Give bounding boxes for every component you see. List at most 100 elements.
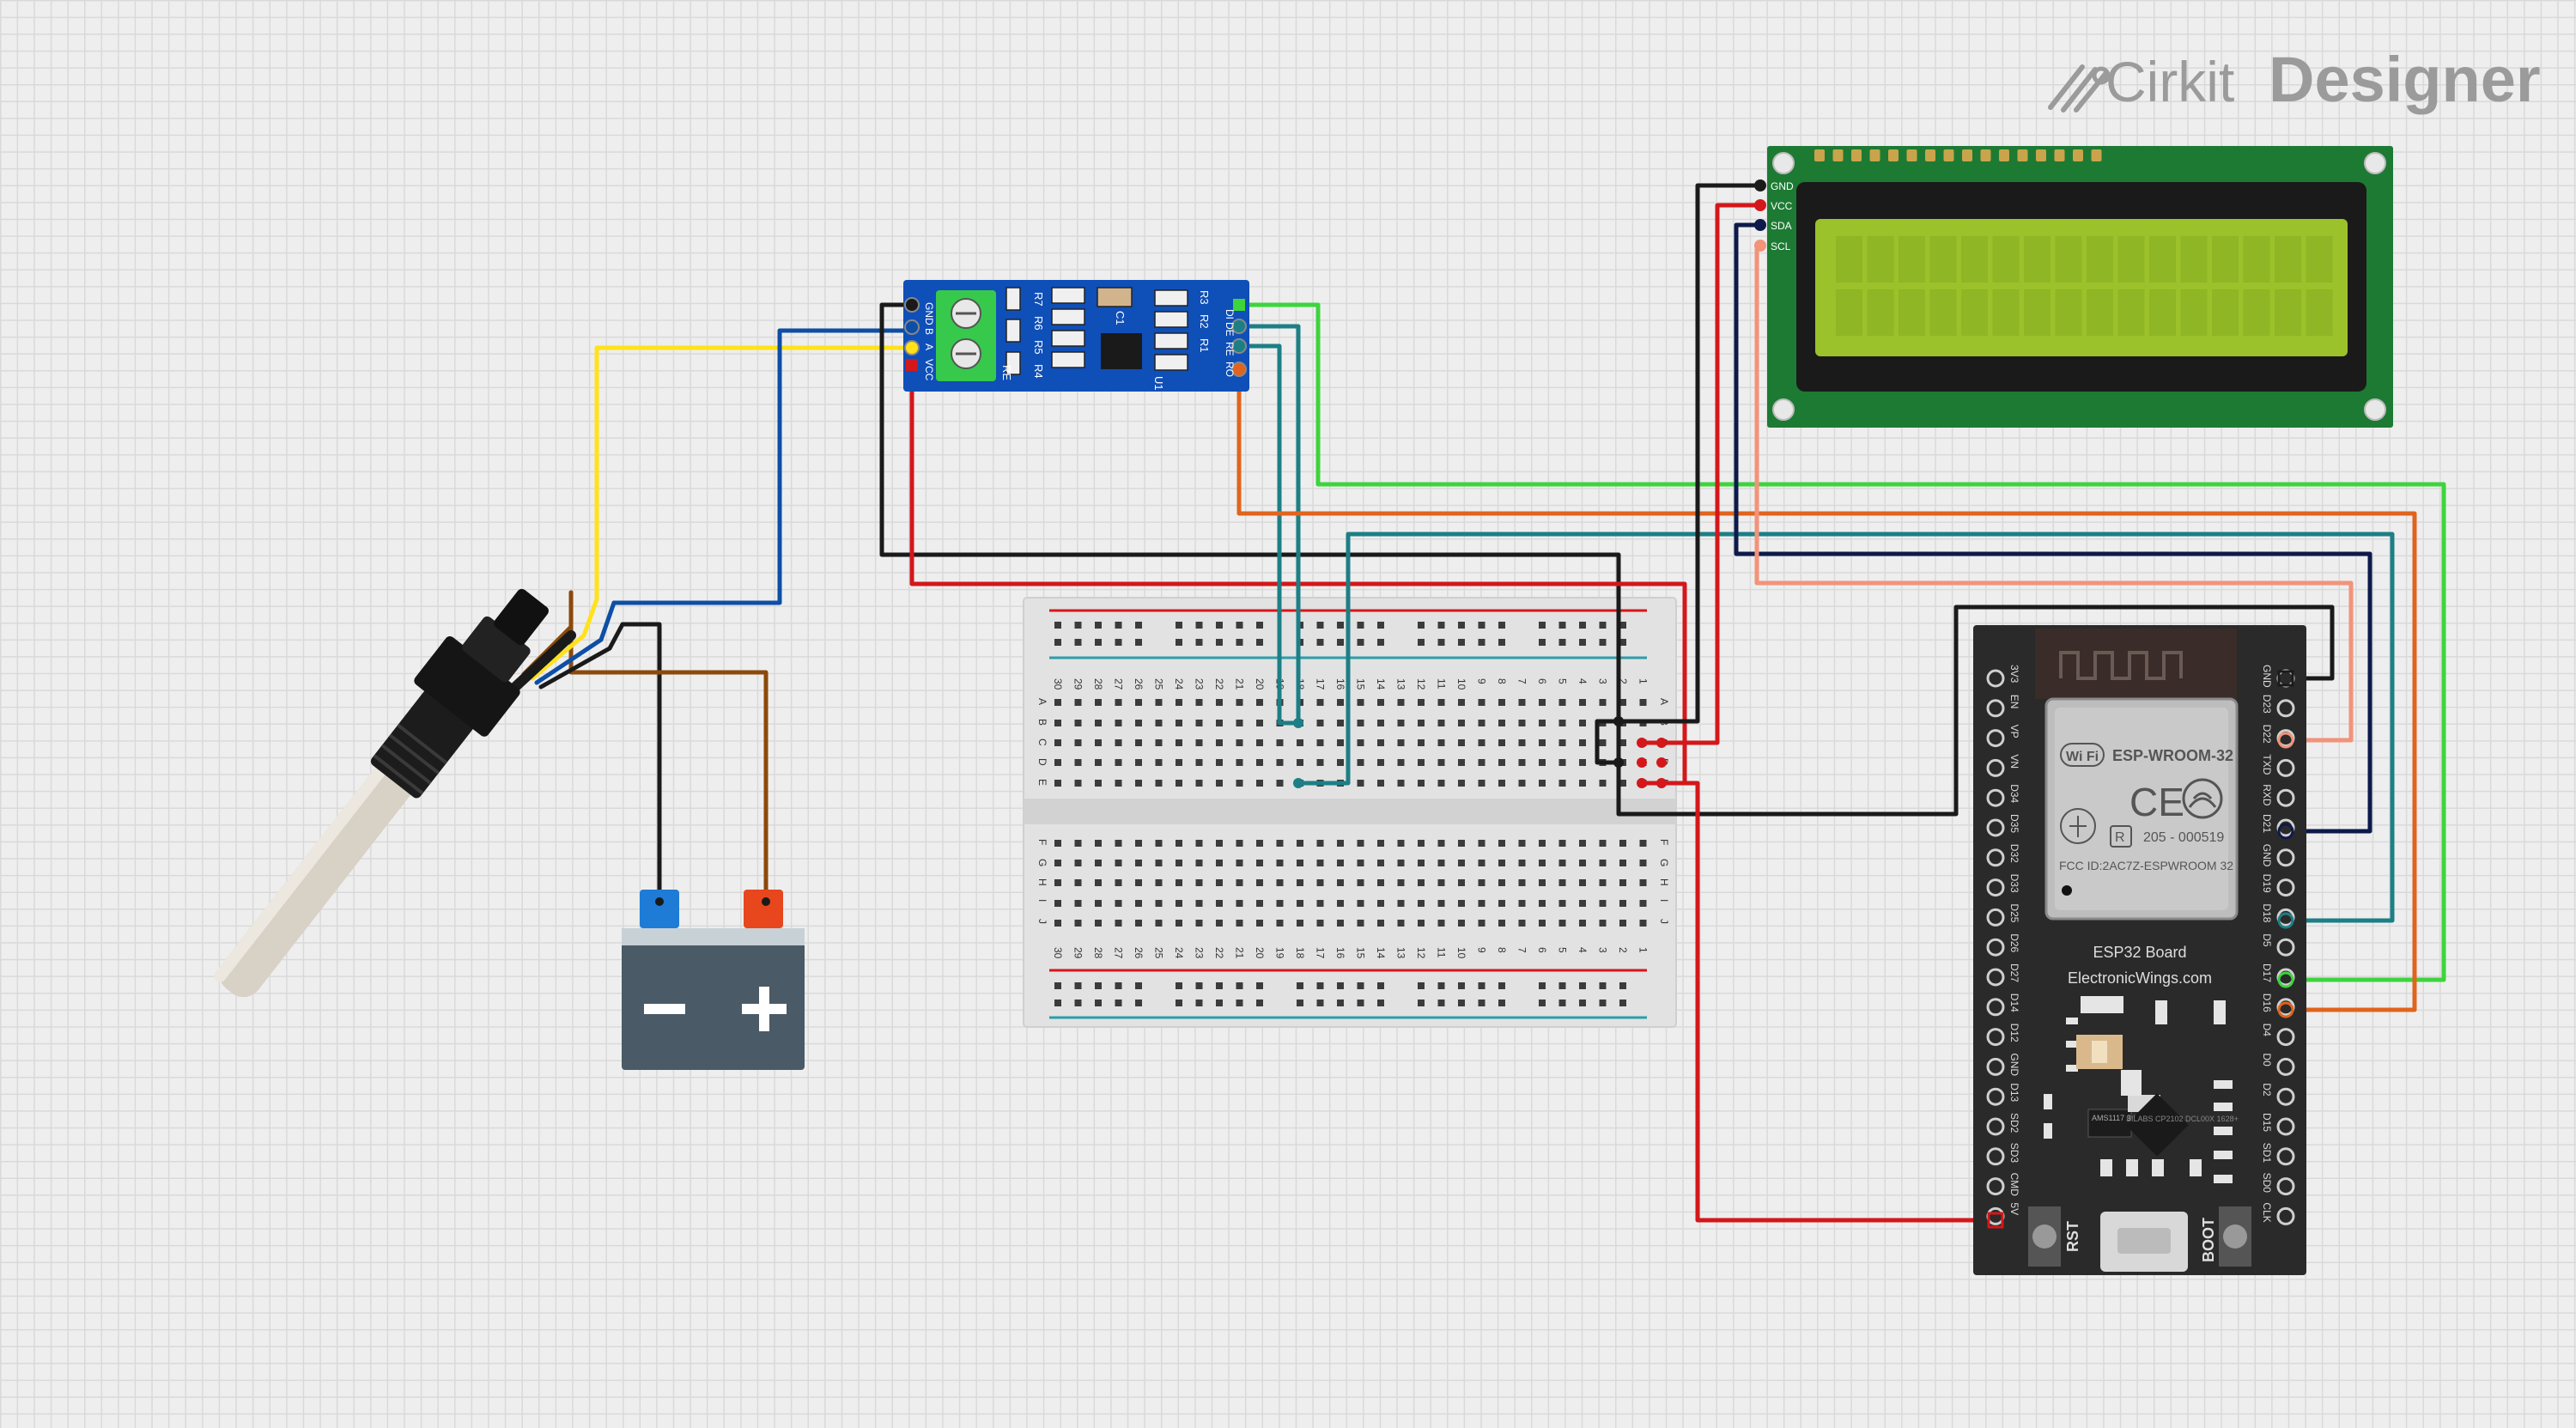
breadboard-hole[interactable]: [1337, 900, 1344, 907]
breadboard-hole[interactable]: [1054, 639, 1061, 646]
breadboard-hole[interactable]: [1418, 720, 1425, 726]
breadboard-hole[interactable]: [1236, 982, 1243, 989]
breadboard-hole[interactable]: [1256, 622, 1263, 629]
breadboard-hole[interactable]: [1256, 639, 1263, 646]
breadboard-hole[interactable]: [1176, 699, 1182, 706]
breadboard-hole[interactable]: [1377, 739, 1384, 746]
breadboard-hole[interactable]: [1256, 879, 1263, 886]
breadboard-hole[interactable]: [1095, 780, 1102, 787]
breadboard-hole[interactable]: [1458, 759, 1465, 766]
esp32-pin[interactable]: [2276, 699, 2295, 718]
breadboard-hole[interactable]: [1256, 699, 1263, 706]
breadboard-hole[interactable]: [1357, 1000, 1364, 1006]
breadboard-hole[interactable]: [1316, 622, 1324, 629]
breadboard-hole[interactable]: [1539, 639, 1546, 646]
breadboard-hole[interactable]: [1095, 639, 1102, 646]
breadboard-hole[interactable]: [1619, 879, 1626, 886]
breadboard-hole[interactable]: [1478, 860, 1485, 866]
breadboard-hole[interactable]: [1437, 982, 1445, 989]
breadboard-hole[interactable]: [1599, 982, 1607, 989]
esp32-pin[interactable]: [1986, 848, 2005, 867]
breadboard-hole[interactable]: [1498, 699, 1505, 706]
breadboard-hole[interactable]: [1236, 860, 1243, 866]
breadboard-hole[interactable]: [1297, 879, 1303, 886]
breadboard-hole[interactable]: [1176, 639, 1182, 646]
breadboard-hole[interactable]: [1418, 900, 1425, 907]
esp32-pin[interactable]: [2276, 908, 2295, 927]
esp32-pin[interactable]: [1986, 1117, 2005, 1136]
breadboard-hole[interactable]: [1256, 780, 1263, 787]
breadboard-hole[interactable]: [1437, 739, 1445, 746]
breadboard-hole[interactable]: [1639, 840, 1647, 847]
breadboard-hole[interactable]: [1539, 699, 1546, 706]
wire-teal-rs485-re-to-breadboard[interactable]: [1236, 343, 1301, 726]
boot-button[interactable]: [2219, 1206, 2251, 1267]
breadboard-hole[interactable]: [1115, 840, 1122, 847]
breadboard-hole[interactable]: [1579, 622, 1586, 629]
breadboard-hole[interactable]: [1115, 982, 1122, 989]
breadboard-hole[interactable]: [1337, 739, 1344, 746]
breadboard-hole[interactable]: [1155, 840, 1163, 847]
breadboard-hole[interactable]: [1539, 780, 1546, 787]
esp32-pin[interactable]: [2276, 938, 2295, 957]
breadboard-hole[interactable]: [1135, 920, 1142, 927]
breadboard-hole[interactable]: [1054, 699, 1061, 706]
breadboard-hole[interactable]: [1619, 699, 1626, 706]
breadboard-hole[interactable]: [1054, 1000, 1061, 1006]
breadboard-hole[interactable]: [1135, 879, 1142, 886]
breadboard-hole[interactable]: [1276, 860, 1284, 866]
esp32-pin[interactable]: [2276, 1117, 2295, 1136]
breadboard-hole[interactable]: [1195, 622, 1203, 629]
breadboard-hole[interactable]: [1074, 699, 1082, 706]
breadboard-hole[interactable]: [1558, 639, 1566, 646]
breadboard-hole[interactable]: [1176, 900, 1182, 907]
breadboard-hole[interactable]: [1377, 720, 1384, 726]
breadboard-hole[interactable]: [1297, 860, 1303, 866]
breadboard-hole[interactable]: [1115, 699, 1122, 706]
breadboard-hole[interactable]: [1418, 639, 1425, 646]
breadboard-hole[interactable]: [1579, 982, 1586, 989]
breadboard-hole[interactable]: [1418, 982, 1425, 989]
breadboard-hole[interactable]: [1316, 982, 1324, 989]
breadboard-hole[interactable]: [1316, 759, 1324, 766]
breadboard-hole[interactable]: [1579, 759, 1586, 766]
breadboard-hole[interactable]: [1256, 1000, 1263, 1006]
breadboard-hole[interactable]: [1115, 739, 1122, 746]
battery-negative-terminal[interactable]: [640, 890, 679, 928]
wire-green-rs485-di-to-esp32-d17[interactable]: [1236, 302, 2446, 982]
esp32-pin[interactable]: [2276, 1177, 2295, 1196]
breadboard-hole[interactable]: [1377, 920, 1384, 927]
breadboard-hole[interactable]: [1619, 860, 1626, 866]
breadboard-hole[interactable]: [1539, 840, 1546, 847]
esp32-pin[interactable]: [1986, 968, 2005, 987]
wire-teal-breadboard-to-esp32-d18[interactable]: [1296, 532, 2395, 923]
breadboard-hole[interactable]: [1357, 739, 1364, 746]
breadboard-hole[interactable]: [1276, 759, 1284, 766]
esp32-pin[interactable]: [2276, 1028, 2295, 1047]
breadboard-hole[interactable]: [1599, 780, 1607, 787]
breadboard-hole[interactable]: [1216, 622, 1223, 629]
conductivity-probe[interactable]: [192, 570, 625, 1020]
breadboard-hole[interactable]: [1176, 840, 1182, 847]
breadboard-hole[interactable]: [1236, 840, 1243, 847]
breadboard-hole[interactable]: [1478, 759, 1485, 766]
breadboard-hole[interactable]: [1216, 879, 1223, 886]
breadboard-hole[interactable]: [1155, 879, 1163, 886]
breadboard-hole[interactable]: [1256, 860, 1263, 866]
breadboard-hole[interactable]: [1437, 720, 1445, 726]
breadboard-hole[interactable]: [1539, 860, 1546, 866]
breadboard-hole[interactable]: [1176, 622, 1182, 629]
breadboard-hole[interactable]: [1397, 840, 1405, 847]
breadboard-hole[interactable]: [1518, 720, 1526, 726]
breadboard-hole[interactable]: [1377, 699, 1384, 706]
breadboard-hole[interactable]: [1458, 699, 1465, 706]
breadboard-hole[interactable]: [1377, 879, 1384, 886]
esp32-pin[interactable]: [2276, 848, 2295, 867]
breadboard-hole[interactable]: [1498, 982, 1505, 989]
breadboard-hole[interactable]: [1539, 920, 1546, 927]
esp32-board[interactable]: Wi Fi ESP-WROOM-32 CE R 205 - 000519 FCC…: [1973, 625, 2306, 1275]
breadboard-hole[interactable]: [1418, 780, 1425, 787]
breadboard-hole[interactable]: [1458, 840, 1465, 847]
esp32-pin[interactable]: [1986, 938, 2005, 957]
esp32-pin[interactable]: [1986, 758, 2005, 777]
